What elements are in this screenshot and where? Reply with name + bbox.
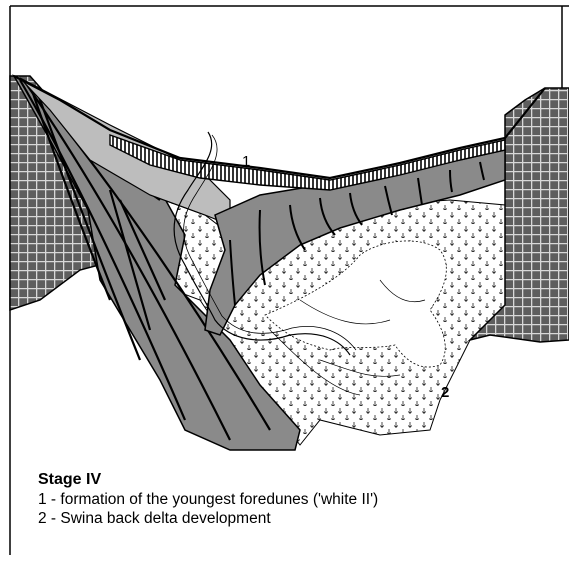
legend-title: Stage IV: [38, 470, 378, 490]
legend-item-1: 1 - formation of the youngest foredunes …: [38, 490, 378, 509]
legend-item-2: 2 - Swina back delta development: [38, 509, 378, 528]
label-2: 2: [441, 384, 449, 401]
legend: Stage IV 1 - formation of the youngest f…: [38, 470, 378, 528]
label-1: 1: [242, 153, 250, 170]
